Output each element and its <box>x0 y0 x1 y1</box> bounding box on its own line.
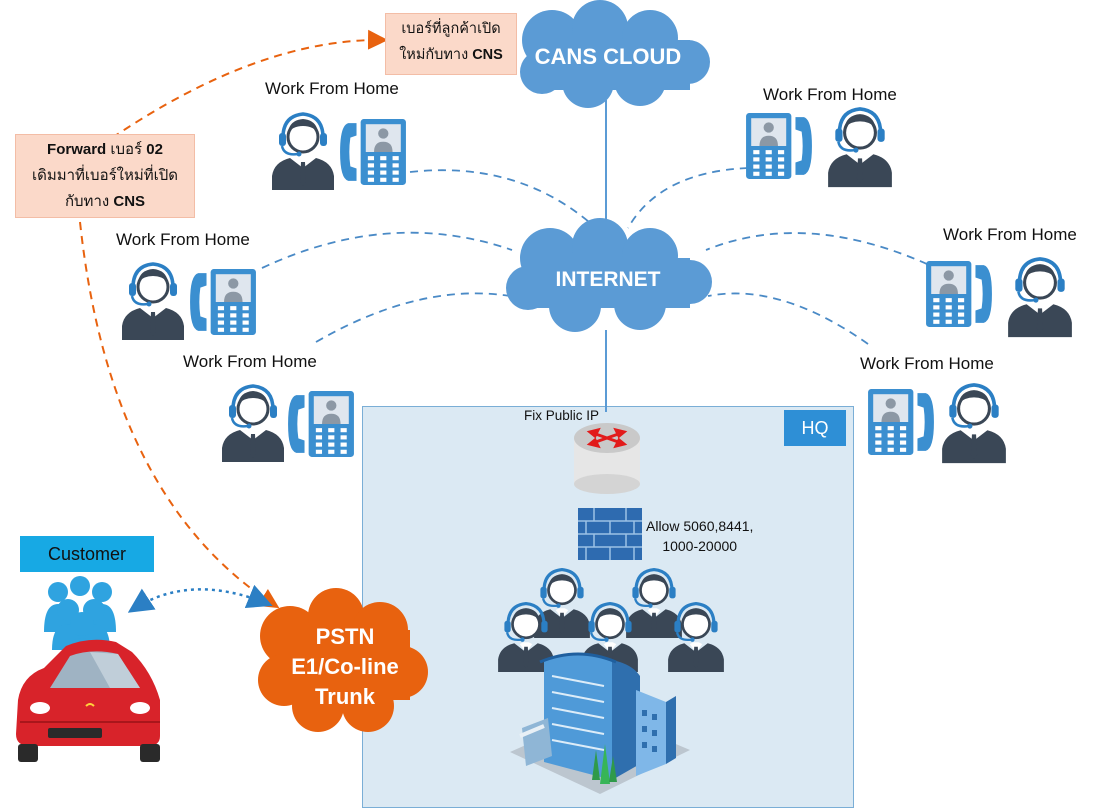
router-icon <box>574 423 640 494</box>
customer-people-icon <box>44 576 116 668</box>
cns-note-line-1: เบอร์ที่ลูกค้าเปิด <box>401 21 501 37</box>
internet-cloud <box>506 218 712 332</box>
wfh-station-low-left <box>222 386 354 462</box>
wfh-label-mid-left: Work From Home <box>116 230 250 249</box>
firewall-label-line-2: 1000-20000 <box>662 538 738 554</box>
cns-note-line-2: ใหม่กับทาง CNS <box>399 47 503 63</box>
wfh-label-low-right: Work From Home <box>860 354 994 373</box>
wfh-label-mid-right: Work From Home <box>943 225 1077 244</box>
cans-cloud-label: CANS CLOUD <box>534 44 682 69</box>
pstn-line-1: PSTN <box>315 624 375 649</box>
forward-note-line-3: กับทาง CNS <box>64 193 146 210</box>
forward-arrow-to-pstn <box>79 221 280 609</box>
link-wfh-mid-left <box>261 231 513 269</box>
link-wfh-low-right <box>707 292 869 345</box>
link-wfh-mid-right <box>705 232 941 271</box>
pstn-line-2: E1/Co-line <box>291 654 399 679</box>
forward-note-line-2: เดิมมาที่เบอร์ใหม่ที่เปิด <box>31 167 179 184</box>
wfh-label-top-right: Work From Home <box>763 85 897 104</box>
customer-pstn-link <box>127 584 273 613</box>
cans-cloud <box>520 0 710 108</box>
customer-tag: Customer <box>20 536 154 572</box>
wfh-station-top-right <box>746 109 892 187</box>
router-label: Fix Public IP <box>524 408 600 423</box>
link-wfh-top-right <box>627 167 749 229</box>
pstn-cloud-label: PSTN E1/Co-line Trunk <box>270 622 420 712</box>
wfh-label-low-left: Work From Home <box>183 352 317 371</box>
forward-arrow-to-cans <box>111 29 388 139</box>
hq-tag: HQ <box>784 410 846 446</box>
forward-note: Forward เบอร์ 02 เดิมมาที่เบอร์ใหม่ที่เป… <box>15 134 195 218</box>
wfh-station-low-right <box>868 385 1006 463</box>
building-icon <box>510 652 690 794</box>
firewall-icon <box>578 508 642 560</box>
pstn-line-3: Trunk <box>315 684 375 709</box>
forward-note-line-1: Forward เบอร์ 02 <box>47 141 163 158</box>
internet-cloud-label: INTERNET <box>555 268 661 291</box>
link-wfh-low-left <box>315 292 511 343</box>
cns-number-note: เบอร์ที่ลูกค้าเปิด ใหม่กับทาง CNS <box>385 13 517 75</box>
firewall-label: Allow 5060,8441, 1000-20000 <box>646 516 753 556</box>
pstn-cloud <box>258 588 428 732</box>
wfh-label-top-left: Work From Home <box>265 79 399 98</box>
wfh-station-mid-left <box>122 264 256 340</box>
link-wfh-top-left <box>409 169 597 229</box>
hq-agents <box>496 567 726 672</box>
car-icon <box>16 639 160 762</box>
wfh-station-mid-right <box>926 259 1072 337</box>
wfh-station-top-left <box>272 114 406 190</box>
firewall-label-line-1: Allow 5060,8441, <box>646 518 754 534</box>
